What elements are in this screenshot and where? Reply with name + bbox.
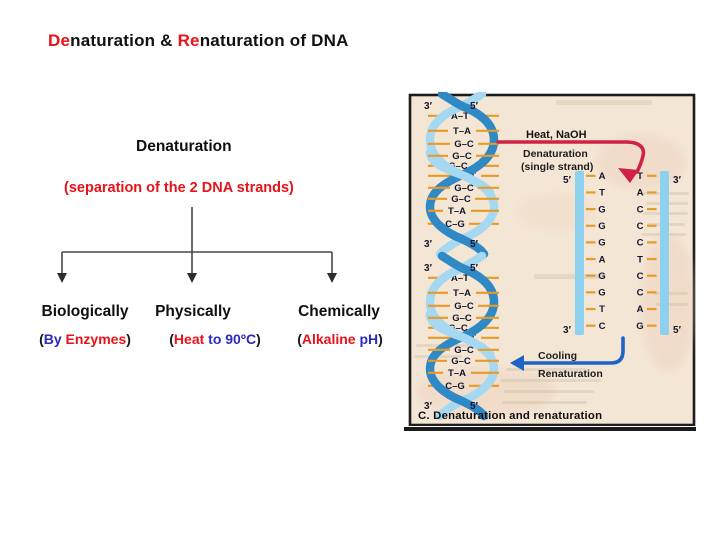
arrow-down-icon <box>327 273 337 283</box>
single-strand-right <box>660 171 669 335</box>
base-pair-label: G–C <box>454 301 474 312</box>
renaturation-label: Renaturation <box>538 368 603 380</box>
prime-label: 3′ <box>424 239 433 250</box>
title-seg-de: De <box>48 31 71 50</box>
paren: ( <box>39 331 44 347</box>
detail-seg: By <box>43 331 66 347</box>
base-pair-label: C–G <box>445 381 465 392</box>
base-letter: A <box>599 171 606 182</box>
base-letter: T <box>637 254 643 265</box>
base-pair-label: A–T <box>451 273 469 284</box>
denaturation-label: Denaturation <box>523 148 588 160</box>
prime-label: 5′ <box>470 101 479 112</box>
heat-naoh-label: Heat, NaOH <box>526 129 587 141</box>
denaturation-arrow <box>496 140 646 183</box>
base-pair-label: G–C <box>454 183 474 194</box>
heat-arrowhead-icon <box>618 168 639 183</box>
title-seg-re: Re <box>177 31 200 50</box>
base-letter: A <box>599 254 606 265</box>
single-strand-label: (single strand) <box>521 161 593 173</box>
arrow-down-icon <box>187 273 197 283</box>
denaturation-heading: Denaturation <box>136 138 232 155</box>
branch-physically-detail: (Heat to 90ºC) <box>169 331 261 347</box>
base-pair-label: G–C <box>448 161 468 172</box>
base-pair-label: T–A <box>453 288 471 299</box>
base-pair-label: G–C <box>451 194 471 205</box>
paren: ) <box>378 331 383 347</box>
prime-label: 3′ <box>563 325 572 336</box>
base-letter: A <box>637 188 644 199</box>
branch-chemically-label: Chemically <box>298 303 380 320</box>
detail-seg: to 90ºC <box>204 331 257 347</box>
detail-seg: pH <box>355 331 379 347</box>
figure-bottom-rule <box>404 427 696 431</box>
figure-caption: C. Denaturation and renaturation <box>418 410 602 422</box>
dna-denaturation-figure: A–TG–CA–TC–G T–AG–CG–CG–CG–CT–A 3′ 5′ 3′… <box>408 92 696 426</box>
base-letter: G <box>598 238 605 249</box>
base-pair-label: G–C <box>451 356 471 367</box>
arrow-down-icon <box>57 273 67 283</box>
base-letter: G <box>598 204 605 215</box>
base-letter: T <box>599 304 605 315</box>
prime-label: 3′ <box>424 101 433 112</box>
cooling-arrow-line <box>518 336 625 365</box>
base-pair-label: G–C <box>452 151 472 162</box>
base-pair-label: T–A <box>453 126 471 137</box>
prime-label: 5′ <box>470 239 479 250</box>
cooling-arrowhead-icon <box>510 355 524 371</box>
base-letter: C <box>637 288 644 299</box>
single-strand-left <box>575 171 584 335</box>
base-pair-label: G–C <box>454 345 474 356</box>
branch-chemically-detail: (Alkaline pH) <box>297 331 383 347</box>
prime-label: 5′ <box>470 263 479 274</box>
base-pair-label: T–A <box>448 206 466 217</box>
base-letter: C <box>599 321 606 332</box>
slide-title: Denaturation & Renaturation of DNA <box>48 31 349 51</box>
detail-seg: Alkaline <box>301 331 356 347</box>
base-letter: C <box>637 238 644 249</box>
detail-seg: Heat <box>173 331 205 347</box>
base-letter: T <box>637 171 643 182</box>
dna-double-helix-top: A–TG–CA–TC–G T–AG–CG–CG–CG–CT–A 3′ 5′ 3′… <box>424 92 499 259</box>
separation-subheading: (separation of the 2 DNA strands) <box>64 180 294 196</box>
renaturation-arrow <box>510 336 625 371</box>
base-letter: A <box>637 304 644 315</box>
prime-label: 5′ <box>673 325 682 336</box>
title-seg-mid: naturation & <box>70 31 178 50</box>
branch-biologically-label: Biologically <box>41 303 129 320</box>
base-pair-label: A–T <box>451 111 469 122</box>
base-pair-label: G–C <box>448 323 468 334</box>
base-letter: C <box>637 221 644 232</box>
base-pair-label: G–C <box>454 139 474 150</box>
base-letter: G <box>598 271 605 282</box>
branch-arrows-diagram <box>57 207 337 283</box>
paren: ) <box>126 331 131 347</box>
title-seg-end: naturation of DNA <box>199 31 349 50</box>
paren: ( <box>169 331 174 347</box>
prime-label: 3′ <box>424 263 433 274</box>
paren: ) <box>256 331 261 347</box>
base-letter: T <box>599 188 605 199</box>
branch-biologically-detail: (By Enzymes) <box>39 331 131 347</box>
prime-label: 5′ <box>470 401 479 412</box>
heat-arrow-line <box>496 140 646 174</box>
base-letter: G <box>598 288 605 299</box>
base-letter: G <box>598 221 605 232</box>
base-pair-label: G–C <box>452 313 472 324</box>
prime-label: 3′ <box>673 175 682 186</box>
cooling-label: Cooling <box>538 350 577 362</box>
base-letter: C <box>637 204 644 215</box>
prime-label: 5′ <box>563 175 572 186</box>
paren: ( <box>297 331 302 347</box>
detail-seg: Enzymes <box>65 331 127 347</box>
base-pair-label: T–A <box>448 368 466 379</box>
base-letter: C <box>637 271 644 282</box>
base-pair-label: C–G <box>445 219 465 230</box>
branch-physically-label: Physically <box>155 303 231 320</box>
dna-double-helix-bottom: A–TG–CA–TC–G T–AG–CG–CG–CG–CT–A 3′ 5′ 3′… <box>424 251 499 421</box>
base-letter: G <box>636 321 643 332</box>
prime-label: 3′ <box>424 401 433 412</box>
